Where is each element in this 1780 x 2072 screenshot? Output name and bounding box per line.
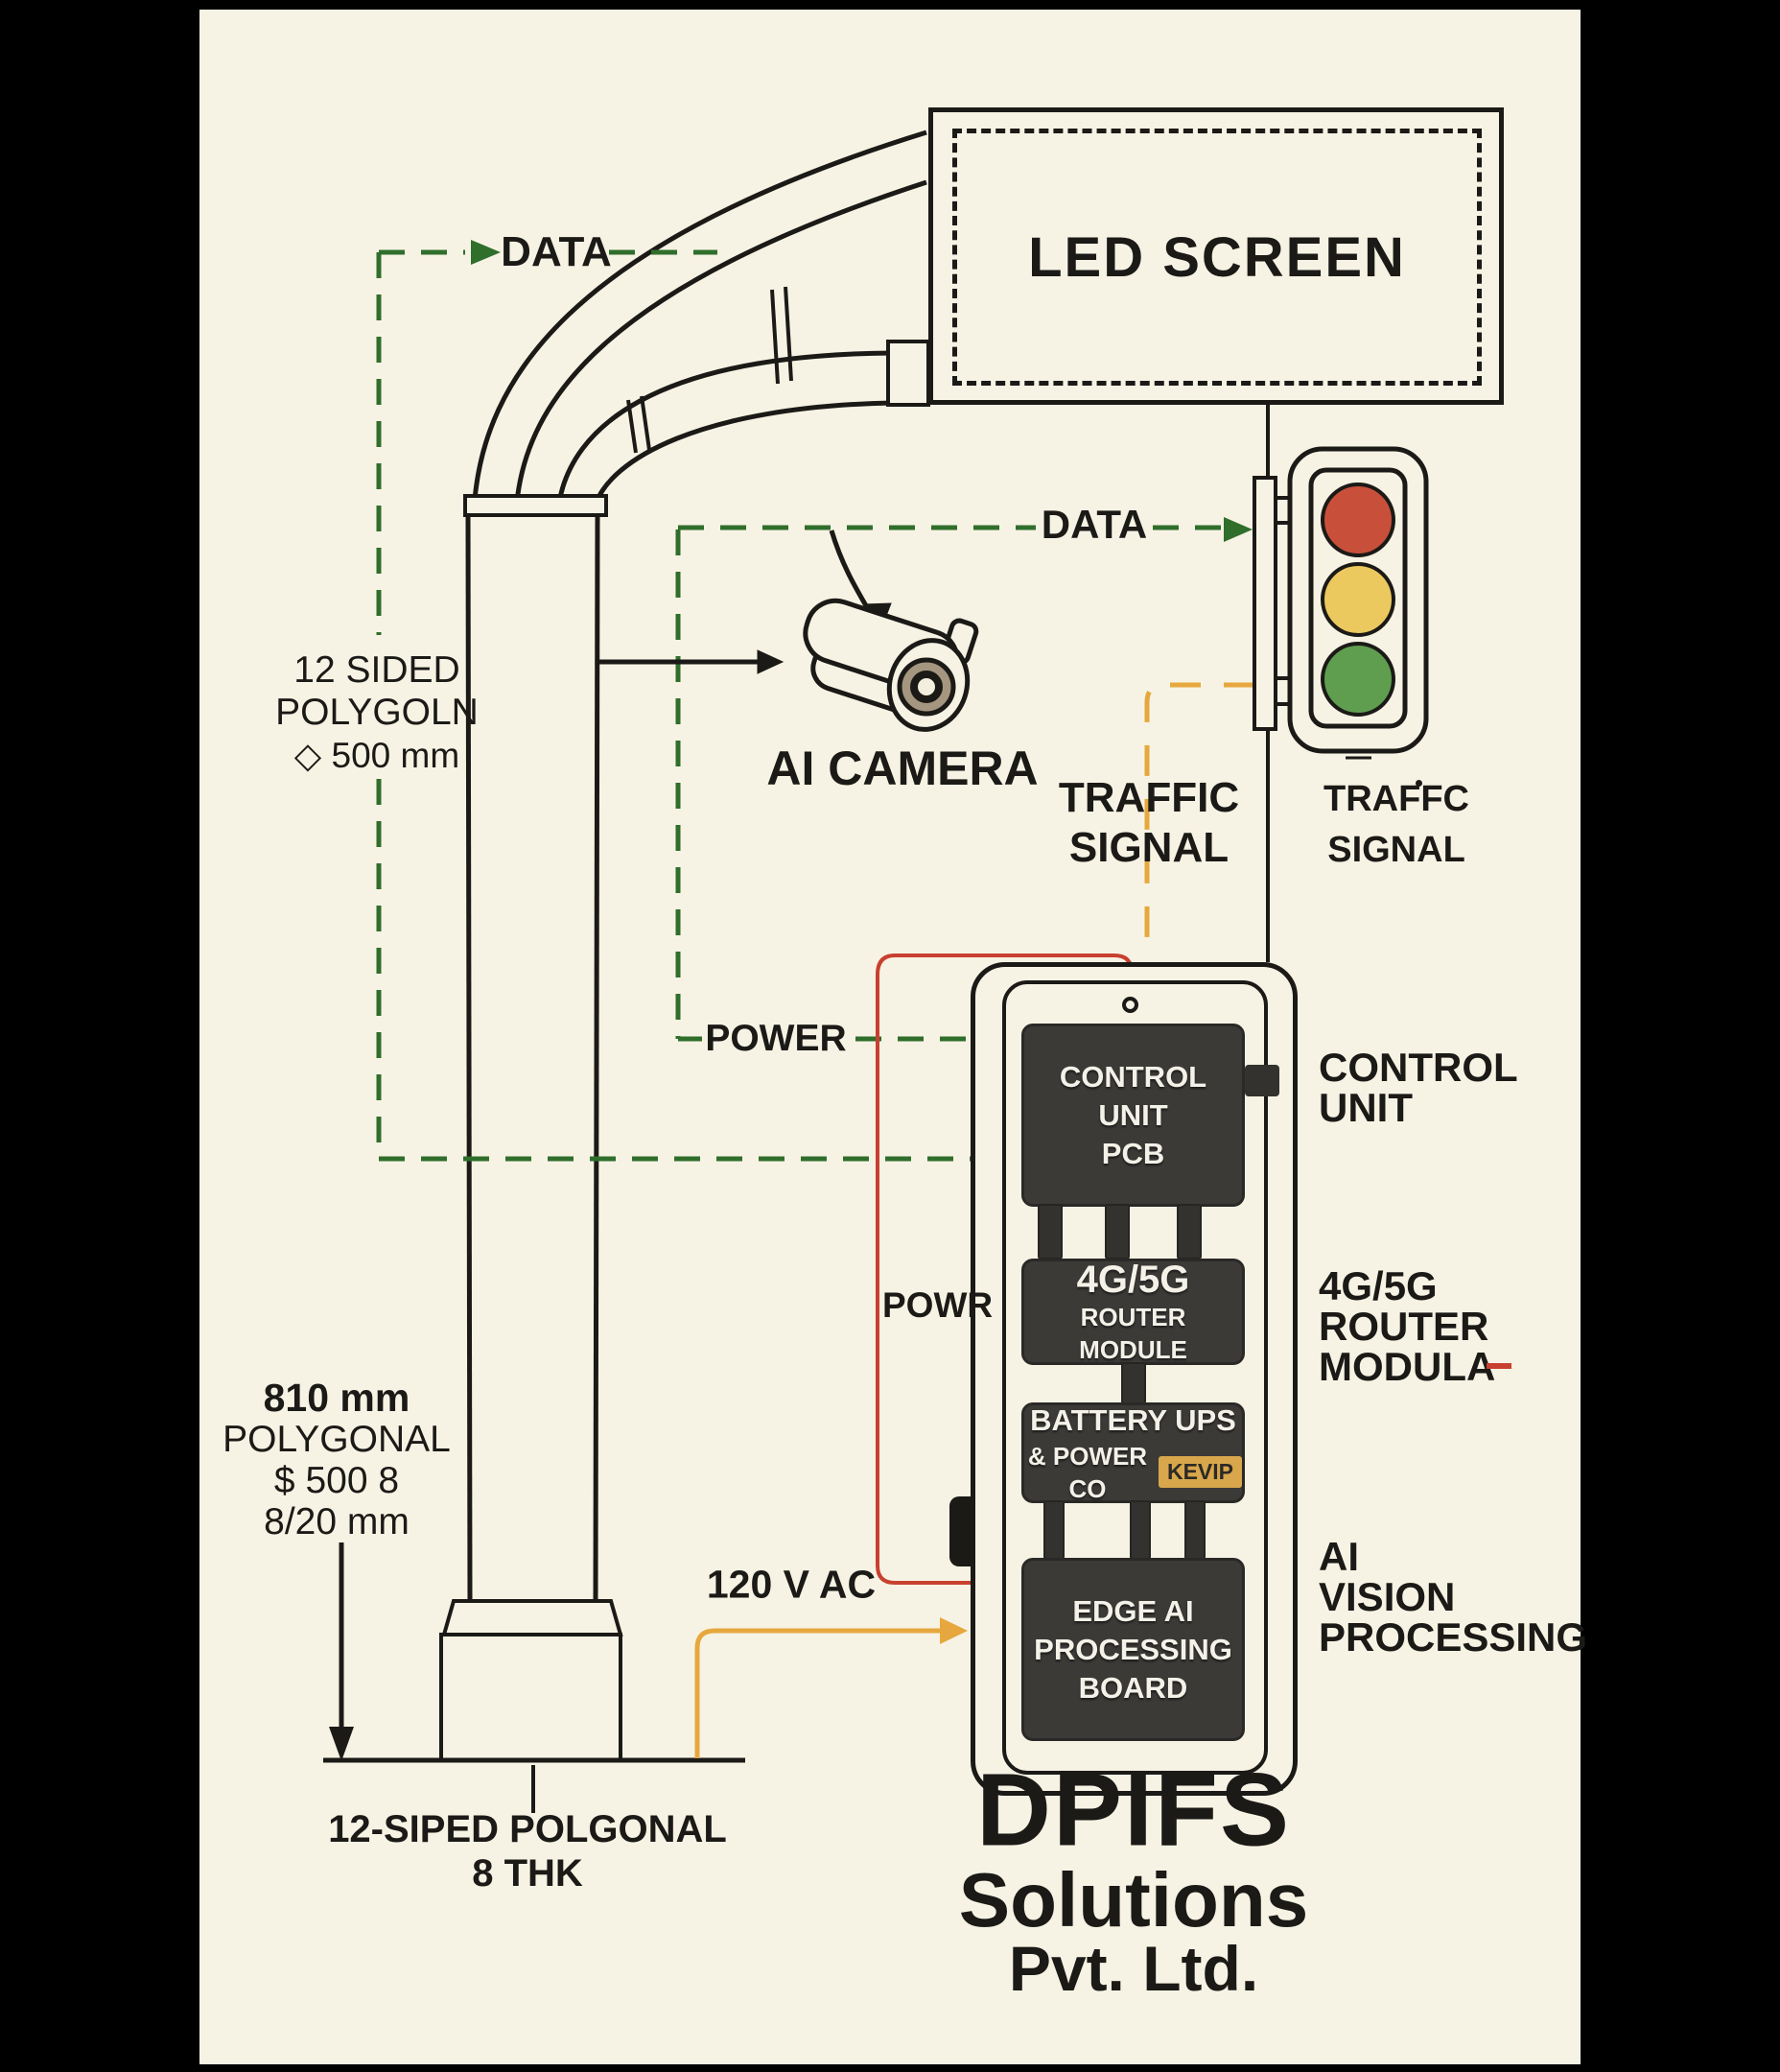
arm-chord-1 [472,130,927,501]
volts-label: 120 V AC [706,1562,877,1607]
brand-line2: Solutions [958,1857,1309,1942]
ac-arrowhead-icon [940,1617,968,1644]
arm-rung-1a [626,399,638,454]
stray-dot [1416,780,1422,787]
base-spec-label: 810 mm POLYGONAL $ 500 8 8/20 mm [222,1376,451,1543]
side-label-ai-vision: AI VISION PROCESSING [1319,1534,1588,1660]
ai-camera-icon [803,598,979,732]
pole-base-collar [441,1599,623,1636]
arm-chord-4 [593,400,893,506]
pole-cap [463,494,608,517]
cabinet-screw-icon [1122,997,1138,1013]
red-light [1321,483,1395,557]
ai-camera-label: AI CAMERA [766,742,1039,795]
data-arrowhead-top-icon [471,240,501,265]
top-frame-strip [199,0,1581,10]
power-label: POWER [705,1018,847,1059]
brand-name: DPIFS [975,1751,1292,1868]
bus-bar [1184,1500,1206,1560]
traffic-signal-label-right: TRAFFC SIGNAL [1323,779,1469,870]
led-screen-label: LED SCREEN [1028,225,1406,289]
power-red-line [876,954,1134,1585]
kevip-badge: KEVIP [1158,1456,1242,1488]
ac-feed-line [694,1617,968,1758]
cabinet-left-connector [949,1496,972,1566]
module-label: 4G/5G [1076,1258,1190,1301]
traffic-light-mount [1253,476,1277,731]
data-label-mid: DATA [1041,502,1148,547]
camera-arrowhead-left-icon [757,649,785,674]
bus-bar [1130,1500,1151,1560]
traffic-signal-label-left: TRAFFIC SIGNAL [1058,774,1240,871]
arm-rung-2a [770,289,780,385]
arm-rung-2b [784,286,793,382]
led-mount-bracket [886,340,930,407]
diagram-background: LED SCREEN CONTROL UNIT PCB 4G/5G ROUTER… [199,0,1587,2072]
bus-bar [1105,1204,1130,1260]
dimension-arrowhead-icon [329,1727,354,1761]
pole-left-edge [465,514,473,1602]
led-screen-box: LED SCREEN [928,107,1504,405]
red-dash-mark [1487,1363,1511,1369]
module-label: & POWER CO [1027,1441,1148,1503]
height-dimension [329,1542,354,1761]
arm-chord-3 [556,350,893,504]
module-router: 4G/5G ROUTER MODULE [1021,1259,1245,1365]
powr-label: POWR [882,1285,994,1325]
arm-chord-2 [514,179,927,503]
module-control-unit-pcb: CONTROL UNIT PCB [1021,1024,1245,1207]
side-label-control-unit: CONTROL UNIT [1319,1045,1518,1130]
module-label: EDGE AI [1072,1593,1194,1628]
module-battery-ups: BATTERY UPS & POWER CO KEVIP [1021,1402,1245,1503]
traffic-light-icon [1253,446,1429,760]
led-screen-panel: LED SCREEN [952,129,1482,386]
green-light [1321,642,1395,717]
module-edge-ai: EDGE AI PROCESSING BOARD [1021,1558,1245,1741]
arm-rung-1b [640,395,651,451]
module-label: PROCESSING [1034,1632,1232,1666]
brand-line3: Pvt. Ltd. [1008,1933,1259,2004]
bus-bar [1177,1204,1202,1260]
module-label: PCB [1101,1136,1165,1170]
data-path-led [376,249,1014,1162]
gantry-pole [323,130,930,1813]
module-label: CONTROL UNIT [1059,1059,1207,1132]
bottom-frame-strip [199,2064,1581,2072]
side-label-router: 4G/5G ROUTER MODULA [1319,1263,1496,1389]
data-label-top: DATA [501,228,612,275]
yellow-light [1321,562,1395,637]
pole-right-edge [593,514,600,1602]
module-label: BOARD [1078,1670,1188,1705]
pole-base-pedestal [439,1633,622,1762]
signal-power-dashed [1144,682,1254,959]
bus-bar [1038,1204,1063,1260]
ground-spec-label: 12-SIPED POLGONAL 8 THK [328,1808,727,1895]
pole-spec-label: 12 SIDED POLYGOLN ◇ 500 mm [275,649,479,775]
bus-bar [1121,1362,1146,1404]
data-arrowhead-mid-icon [1224,517,1253,542]
bus-bar [1043,1500,1065,1560]
pcb-right-connector [1245,1065,1279,1096]
module-label: ROUTER MODULE [1079,1302,1187,1364]
module-label: BATTERY UPS [1030,1402,1236,1437]
